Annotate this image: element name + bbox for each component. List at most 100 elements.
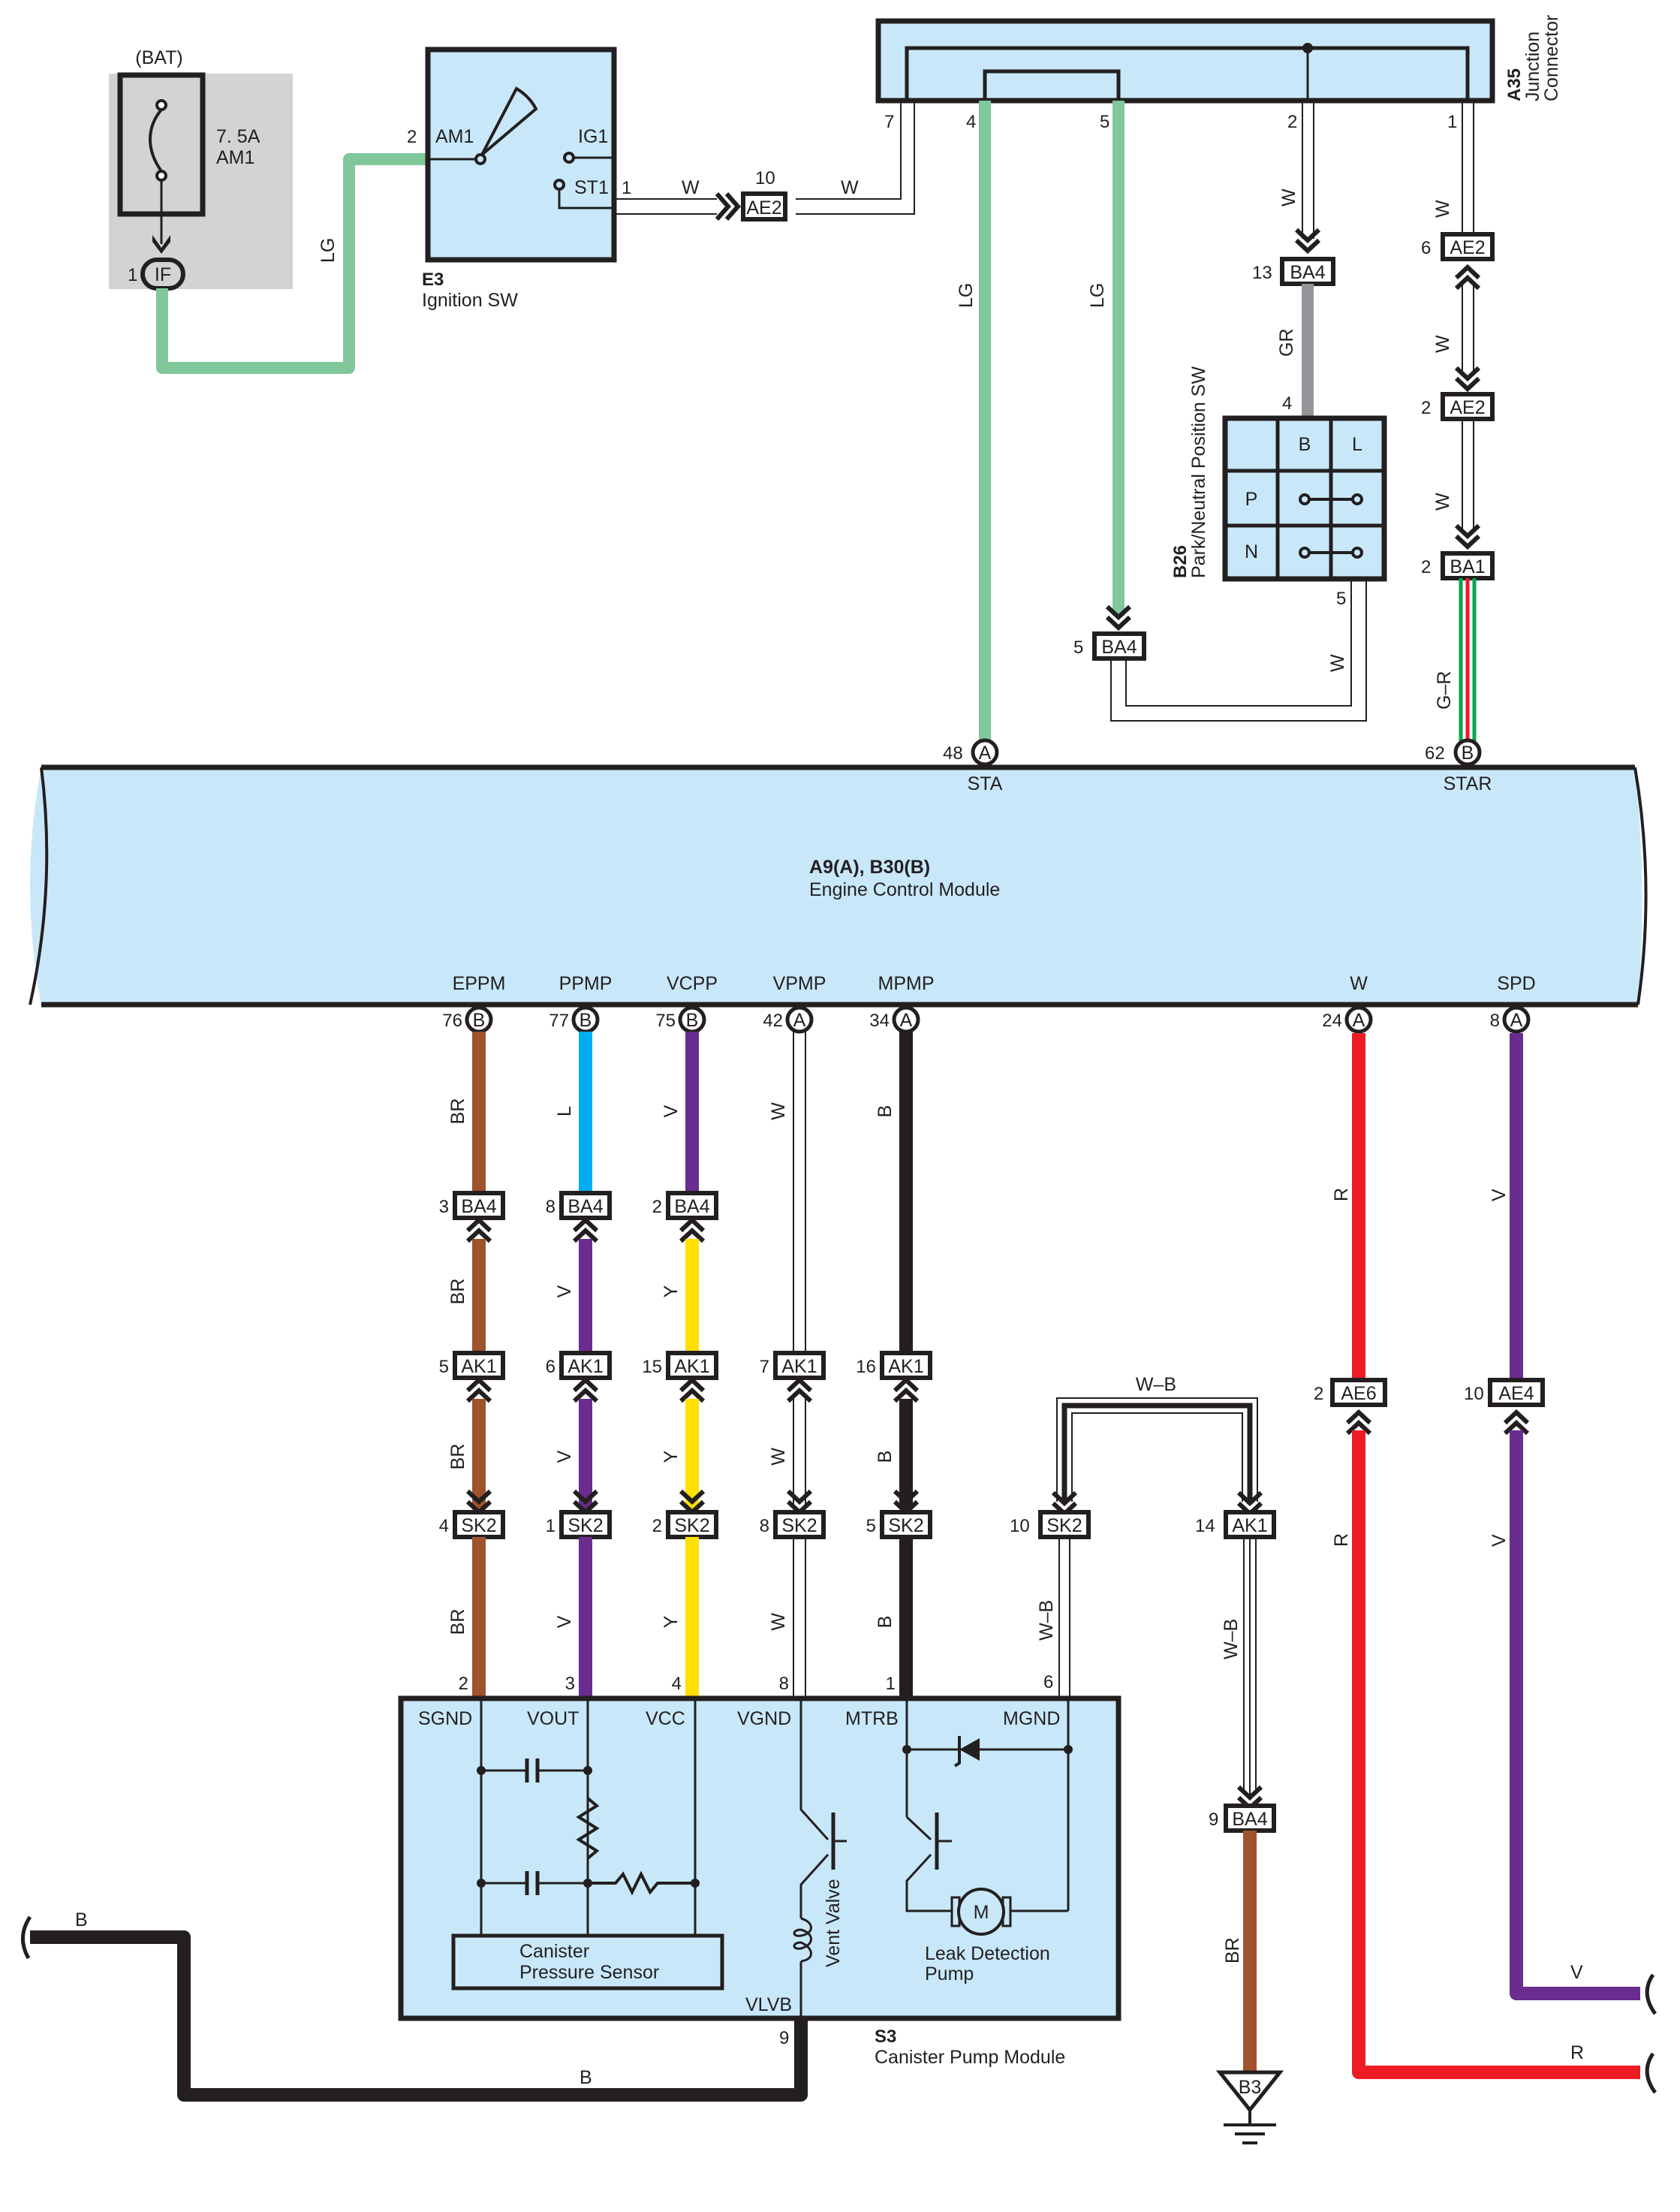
svg-text:6: 6 [1421, 238, 1431, 258]
wire-label-r-end: R [1570, 2042, 1584, 2063]
chevron-up-icon [1345, 1409, 1372, 1436]
svg-text:AK1: AK1 [888, 1356, 923, 1377]
svg-text:13: 13 [1252, 263, 1272, 283]
connector-ba4-13: BA4 13 [1252, 257, 1335, 286]
ecm-connector-letter: B [473, 1010, 486, 1031]
connector-sk2-1: SK2 1 [546, 1510, 612, 1539]
svg-text:2: 2 [1421, 398, 1431, 418]
pump-label-2: Pump [925, 1963, 974, 1984]
svg-text:SK2: SK2 [461, 1515, 496, 1536]
ignition-switch-id: E3 [422, 270, 444, 290]
wire-wb-sk2-to-module [1058, 1537, 1070, 1698]
svg-text:2: 2 [652, 1516, 662, 1536]
connector-ae2-10: AE2 10 [741, 168, 787, 222]
svg-text:AK1: AK1 [1232, 1515, 1267, 1536]
a35-pin-5: 5 [1100, 112, 1109, 132]
ecm-connector-letter: A [793, 1010, 806, 1031]
svg-text:8: 8 [546, 1197, 555, 1217]
fuse-rating: 7. 5A [216, 126, 260, 147]
a35-id: A35 [1504, 68, 1525, 101]
module-pin-number: 1 [886, 1674, 896, 1694]
connector-ba1-2: BA1 2 [1421, 551, 1495, 580]
b26-pin-4: 4 [1282, 393, 1292, 414]
terminal-mtrb: MTRB [845, 1708, 899, 1729]
svg-text:AE2: AE2 [1450, 237, 1485, 258]
svg-text:SK2: SK2 [568, 1515, 603, 1536]
wire-color-label: B [875, 1105, 896, 1118]
chevron-up-icon [893, 1376, 920, 1403]
pressure-sensor-circuit [480, 1698, 697, 1936]
ecm-id: A9(A), B30(B) [809, 857, 930, 878]
a35-name-1: Junction [1522, 32, 1543, 101]
park-neutral-switch: B L P N B26 Park/Neutral Position SW [1170, 366, 1387, 582]
chevron-up-icon [572, 1376, 599, 1403]
chevron-up-icon [465, 1216, 492, 1243]
terminal-st1: ST1 [574, 177, 609, 198]
svg-text:1: 1 [546, 1516, 555, 1536]
wire-label-w-ba1: W [1432, 493, 1453, 511]
ecm-pin-number: 75 [655, 1011, 676, 1031]
chevron-up-icon [679, 1376, 706, 1403]
chevron-down-icon [1105, 604, 1132, 631]
wire-w-st1-to-junction [614, 101, 915, 221]
ecm-signal-label: W [1350, 973, 1368, 994]
svg-text:SK2: SK2 [1046, 1515, 1082, 1536]
terminal-sgnd: SGND [418, 1708, 472, 1729]
terminal-vcc: VCC [646, 1708, 685, 1729]
wire-label-wb-loop: W–B [1136, 1374, 1176, 1395]
ecm-bottom-pins: EPPMB76PPMPB77VCPPB75VPMPA42MPMPA34WA24S… [442, 973, 1536, 1034]
svg-text:BA4: BA4 [1290, 262, 1325, 283]
wire-v-lower [1510, 1430, 1640, 2000]
svg-text:B3: B3 [1239, 2077, 1262, 2098]
chevron-down-icon [1454, 523, 1481, 550]
svg-text:15: 15 [642, 1357, 662, 1377]
wire-r-lower [1352, 1430, 1640, 2079]
wire-b-ground-loop [30, 1930, 808, 2102]
svg-text:10: 10 [755, 168, 775, 188]
svg-text:4: 4 [439, 1516, 449, 1536]
vent-valve-label: Vent Valve [823, 1879, 844, 1967]
ecm-connector-letter: B [686, 1010, 699, 1031]
connector-ae2-2: AE2 2 [1421, 392, 1495, 421]
pump-label-1: Leak Detection [925, 1943, 1050, 1964]
wire-break-icon [1645, 1973, 1657, 2015]
wire-label-r-upper: R [1331, 1188, 1352, 1201]
wire-label-v-lower: V [1489, 1534, 1510, 1547]
wire-color-label: BR [447, 1609, 468, 1635]
wire-break-icon [21, 1915, 32, 1960]
terminal-mgnd: MGND [1003, 1708, 1060, 1729]
ecm-signal-label: VCPP [667, 973, 718, 994]
col-b: B [1299, 434, 1311, 455]
leak-pump-circuit [905, 1698, 1070, 1912]
ecm-signal-label: MPMP [878, 973, 935, 994]
wire-color-label: Y [661, 1285, 682, 1297]
connector-sk2-4: SK2 4 [439, 1510, 505, 1539]
wire-label-w-2: W [841, 177, 859, 198]
junction-box [875, 18, 1495, 104]
wire-color-label: W [768, 1102, 789, 1120]
svg-text:AE2: AE2 [746, 197, 781, 218]
ecm-signal-label: PPMP [559, 973, 613, 994]
svg-text:STAR: STAR [1444, 773, 1492, 794]
module-pin-number: 4 [672, 1674, 682, 1694]
contact-p-icon [1299, 493, 1363, 505]
wire-label-v-upper: V [1489, 1189, 1510, 1201]
chevron-up-icon [679, 1216, 706, 1243]
harness-columns: BRBA43BRAK15BRSK24BR2LBA48VAK16VSK21V3VB… [439, 1032, 932, 1698]
svg-text:5: 5 [439, 1357, 449, 1377]
wire-color-label: B [875, 1451, 896, 1463]
ignition-switch-box [425, 47, 617, 263]
ecm-signal-label: SPD [1497, 973, 1535, 994]
b26-name: Park/Neutral Position SW [1188, 366, 1209, 578]
wire-label-wb-ak1: W–B [1221, 1619, 1242, 1659]
a35-pin-7: 7 [884, 112, 894, 132]
svg-text:AK1: AK1 [674, 1356, 709, 1377]
